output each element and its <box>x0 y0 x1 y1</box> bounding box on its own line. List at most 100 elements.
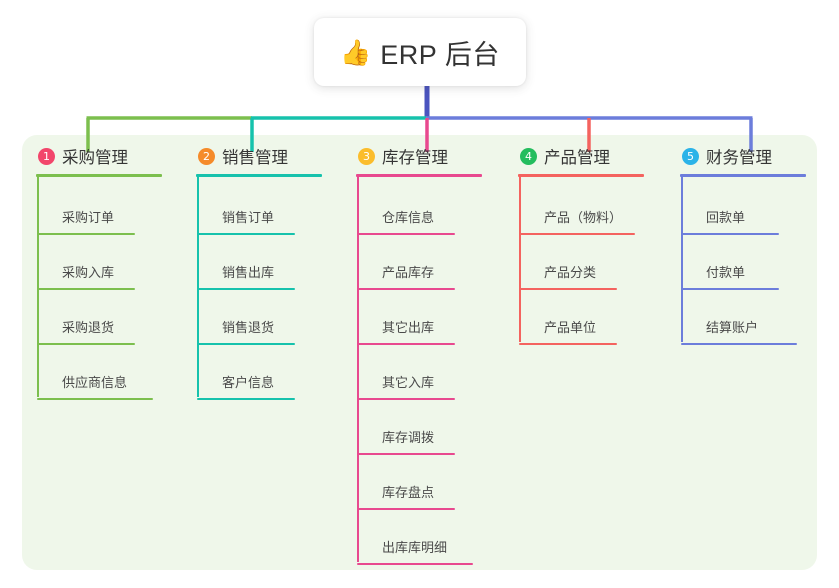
branch-badge-4: 4 <box>520 147 537 165</box>
list-item-rule <box>197 288 295 290</box>
branch-column-product: 4 产品管理 产品（物料） 产品分类 产品单位 <box>518 135 678 345</box>
branch-title-purchasing: 采购管理 <box>62 149 128 167</box>
list-item-label: 产品（物料） <box>544 210 623 225</box>
branch-spine <box>37 177 39 397</box>
list-item-rule <box>357 508 455 510</box>
list-item-rule <box>681 343 797 345</box>
list-item-rule <box>197 233 295 235</box>
list-item[interactable]: 产品分类 <box>518 235 678 290</box>
list-item-label: 销售退货 <box>222 320 275 335</box>
thumbs-up-icon: 👍 <box>340 38 372 67</box>
list-item[interactable]: 其它出库 <box>356 290 516 345</box>
list-item-rule <box>519 343 617 345</box>
list-item[interactable]: 销售订单 <box>196 180 356 235</box>
branch-badge-3: 3 <box>358 147 375 165</box>
list-item-rule <box>681 288 779 290</box>
list-item[interactable]: 仓库信息 <box>356 180 516 235</box>
list-item-rule <box>681 233 779 235</box>
list-item-label: 产品分类 <box>544 265 597 280</box>
list-item[interactable]: 付款单 <box>680 235 839 290</box>
list-item-label: 结算账户 <box>706 320 759 335</box>
list-item[interactable]: 库存盘点 <box>356 455 516 510</box>
list-item-rule <box>519 233 635 235</box>
list-item-rule <box>357 233 455 235</box>
branch-column-finance: 5 财务管理 回款单 付款单 结算账户 <box>680 135 839 345</box>
branch-header-purchasing[interactable]: 1 采购管理 <box>36 135 196 177</box>
list-item-label: 库存盘点 <box>382 485 435 500</box>
list-item-label: 采购订单 <box>62 210 115 225</box>
list-item-label: 供应商信息 <box>62 375 128 390</box>
list-item[interactable]: 回款单 <box>680 180 839 235</box>
list-item[interactable]: 出库库明细 <box>356 510 516 565</box>
list-item-rule <box>37 288 135 290</box>
list-item[interactable]: 结算账户 <box>680 290 839 345</box>
list-item-rule <box>37 343 135 345</box>
branch-header-rule <box>196 174 322 177</box>
branch-column-purchasing: 1 采购管理 采购订单 采购入库 采购退货 供应 <box>36 135 196 400</box>
list-item-label: 付款单 <box>706 265 746 280</box>
list-item[interactable]: 采购订单 <box>36 180 196 235</box>
list-item[interactable]: 其它入库 <box>356 345 516 400</box>
list-item-label: 销售出库 <box>222 265 275 280</box>
branch-columns: 1 采购管理 采购订单 采购入库 采购退货 供应 <box>22 135 817 570</box>
list-item-label: 其它入库 <box>382 375 435 390</box>
branch-title-inventory: 库存管理 <box>382 149 448 167</box>
branch-spine <box>357 177 359 562</box>
branch-title-finance: 财务管理 <box>706 149 772 167</box>
list-item[interactable]: 销售出库 <box>196 235 356 290</box>
branch-header-rule <box>356 174 482 177</box>
list-item[interactable]: 采购退货 <box>36 290 196 345</box>
list-item[interactable]: 产品单位 <box>518 290 678 345</box>
list-item[interactable]: 供应商信息 <box>36 345 196 400</box>
branch-title-sales: 销售管理 <box>222 149 288 167</box>
branch-column-sales: 2 销售管理 销售订单 销售出库 销售退货 客户 <box>196 135 356 400</box>
list-item-label: 采购入库 <box>62 265 115 280</box>
root-node-erp-backend[interactable]: 👍 ERP 后台 <box>314 18 526 86</box>
list-item-label: 回款单 <box>706 210 746 225</box>
branch-badge-5: 5 <box>682 147 699 165</box>
list-item-rule <box>357 288 455 290</box>
branch-header-sales[interactable]: 2 销售管理 <box>196 135 356 177</box>
branch-header-inventory[interactable]: 3 库存管理 <box>356 135 516 177</box>
list-item-label: 销售订单 <box>222 210 275 225</box>
branch-badge-1: 1 <box>38 147 55 165</box>
branch-spine <box>681 177 683 342</box>
branch-header-product[interactable]: 4 产品管理 <box>518 135 678 177</box>
branch-column-inventory: 3 库存管理 仓库信息 产品库存 其它出库 其它 <box>356 135 516 565</box>
branch-items-sales: 销售订单 销售出库 销售退货 客户信息 <box>196 177 356 400</box>
list-item-label: 出库库明细 <box>382 540 448 555</box>
list-item[interactable]: 客户信息 <box>196 345 356 400</box>
branch-items-purchasing: 采购订单 采购入库 采购退货 供应商信息 <box>36 177 196 400</box>
list-item-label: 产品单位 <box>544 320 597 335</box>
branch-header-finance[interactable]: 5 财务管理 <box>680 135 839 177</box>
branch-spine <box>197 177 199 397</box>
list-item[interactable]: 销售退货 <box>196 290 356 345</box>
list-item-label: 采购退货 <box>62 320 115 335</box>
list-item-rule <box>37 233 135 235</box>
list-item[interactable]: 库存调拨 <box>356 400 516 455</box>
branch-header-rule <box>518 174 644 177</box>
list-item-rule <box>357 453 455 455</box>
list-item-rule <box>519 288 617 290</box>
branch-items-finance: 回款单 付款单 结算账户 <box>680 177 839 345</box>
list-item[interactable]: 采购入库 <box>36 235 196 290</box>
branch-header-rule <box>680 174 806 177</box>
branch-badge-2: 2 <box>198 147 215 165</box>
list-item-label: 客户信息 <box>222 375 275 390</box>
list-item-label: 仓库信息 <box>382 210 435 225</box>
branch-items-inventory: 仓库信息 产品库存 其它出库 其它入库 库存调拨 <box>356 177 516 565</box>
list-item[interactable]: 产品库存 <box>356 235 516 290</box>
list-item-label: 产品库存 <box>382 265 435 280</box>
list-item-rule <box>37 398 153 400</box>
list-item-rule <box>197 343 295 345</box>
list-item[interactable]: 产品（物料） <box>518 180 678 235</box>
list-item-rule <box>357 343 455 345</box>
list-item-label: 库存调拨 <box>382 430 435 445</box>
branch-header-rule <box>36 174 162 177</box>
list-item-label: 其它出库 <box>382 320 435 335</box>
mindmap-panel <box>22 135 817 570</box>
branch-items-product: 产品（物料） 产品分类 产品单位 <box>518 177 678 345</box>
list-item-rule <box>357 563 473 565</box>
branch-spine <box>519 177 521 342</box>
